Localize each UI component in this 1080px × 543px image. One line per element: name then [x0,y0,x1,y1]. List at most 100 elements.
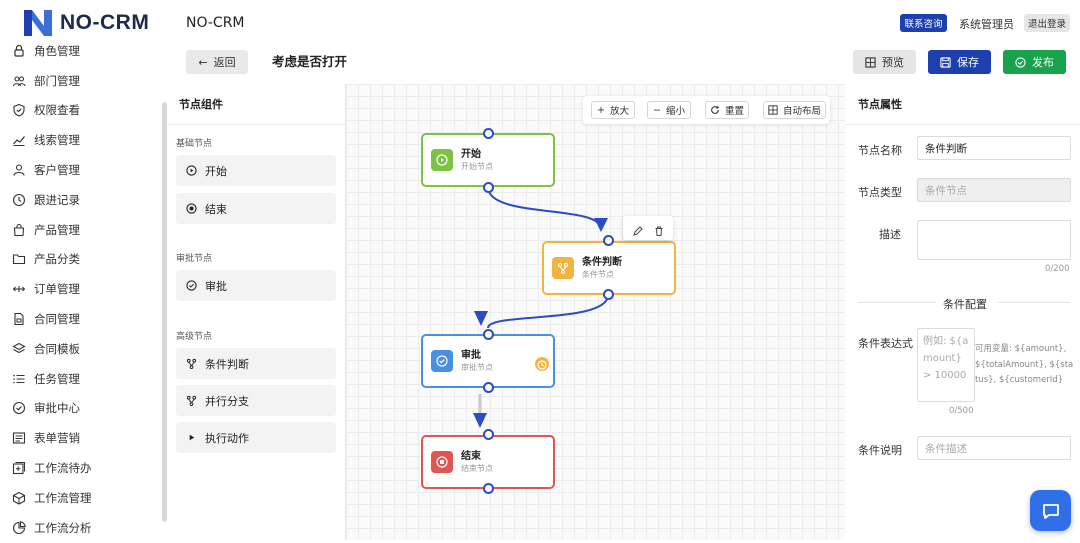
user-icon [13,164,25,176]
trash-icon[interactable] [653,222,665,236]
node-handle-bottom[interactable] [603,289,614,300]
pie-icon [12,520,26,534]
palette-item-parallel[interactable]: 并行分支 [176,385,336,416]
logo[interactable]: NO-CRM [22,8,149,38]
sidebar-item-label: 工作流分析 [34,520,92,535]
edge-condition-approval [487,294,609,329]
edit-icon[interactable] [632,222,644,236]
sidebar-item[interactable]: 角色管理 [12,36,162,66]
check-circle-icon [431,350,453,372]
back-button[interactable]: ← 返回 [186,50,248,74]
sidebar-item[interactable]: 客户管理 [12,155,162,185]
sidebar-item-label: 任务管理 [34,371,80,386]
folder-icon [12,254,26,265]
sidebar-item[interactable]: 合同管理 [12,304,162,334]
palette-item-start[interactable]: 开始 [176,155,336,186]
sidebar-item[interactable]: 订单管理 [12,274,162,304]
node-subtitle: 条件节点 [582,270,614,279]
node-type-label: 节点类型 [858,186,902,199]
sidebar-item[interactable]: 产品分类 [12,245,162,275]
users-icon [12,76,26,86]
logout-button[interactable]: 退出登录 [1024,14,1070,32]
zoom-in-button[interactable]: +放大 [591,101,635,119]
header-title: NO-CRM [186,15,245,31]
sidebar-item[interactable]: 工作流分析 [12,513,162,543]
palette-divider [166,124,345,125]
node-condition[interactable]: 条件判断 条件节点 [542,241,676,295]
expression-label: 条件表达式 [858,337,913,350]
node-handle-bottom[interactable] [483,182,494,193]
palette-item-label: 开始 [205,164,227,178]
palette-item-approval[interactable]: 审批 [176,270,336,301]
node-handle-top[interactable] [603,235,614,246]
save-button[interactable]: 保存 [928,50,991,74]
save-icon [940,56,951,68]
chat-button[interactable] [1030,490,1071,531]
palette-item-label: 审批 [205,279,227,293]
reset-label: 重置 [724,106,744,117]
node-handle-bottom[interactable] [483,382,494,393]
expression-textarea[interactable]: 例如: ${amount} > 10000 [917,328,975,402]
grid-icon [865,56,876,68]
sidebar-scrollbar[interactable] [162,102,167,522]
sidebar-item[interactable]: 工作流待办 [12,453,162,483]
sidebar-item[interactable]: 工作流管理 [12,483,162,513]
palette-item-label: 条件判断 [205,357,249,371]
description-textarea[interactable] [917,220,1071,260]
sidebar-item[interactable]: 审批中心 [12,394,162,424]
node-start[interactable]: 开始 开始节点 [421,133,555,187]
stop-circle-icon [186,203,197,214]
sidebar-item-label: 产品分类 [34,252,80,267]
palette-item-end[interactable]: 结束 [176,193,336,224]
condition-note-placeholder: 条件描述 [925,442,967,455]
sidebar-item[interactable]: 线索管理 [12,125,162,155]
sidebar-item[interactable]: 部门管理 [12,66,162,96]
logo-icon [22,8,54,38]
node-handle-bottom[interactable] [483,483,494,494]
shield-icon [13,104,25,118]
play-icon [189,434,195,441]
zoom-in-label: 放大 [609,106,629,117]
clock-icon [12,193,26,206]
palette-title: 节点组件 [179,98,223,111]
palette-group-basic: 基础节点 [176,139,213,149]
auto-layout-button[interactable]: 自动布局 [763,101,826,119]
contact-button[interactable]: 联系咨询 [900,14,947,32]
node-approval[interactable]: 审批 审批节点 [421,334,555,388]
preview-button[interactable]: 预览 [853,50,916,74]
palette-item-action[interactable]: 执行动作 [176,422,336,453]
node-name-input[interactable]: 条件判断 [917,136,1071,160]
flow-canvas[interactable]: +放大 −缩小 重置 自动布局 开始 开始节点 条件判断 条件节点 [346,84,845,540]
sidebar-item[interactable]: 权限查看 [12,96,162,126]
sidebar-item-label: 工作流待办 [34,461,92,476]
node-end[interactable]: 结束 结束节点 [421,435,555,489]
sidebar-item[interactable]: 跟进记录 [12,185,162,215]
reset-button[interactable]: 重置 [705,101,749,119]
description-count: 0/200 [1045,264,1070,274]
sidebar-item-label: 产品管理 [34,222,80,237]
palette-item-condition[interactable]: 条件判断 [176,348,336,379]
sidebar-item-label: 合同管理 [34,312,80,327]
node-handle-top[interactable] [483,329,494,340]
publish-button[interactable]: 发布 [1003,50,1066,74]
node-toolbar [623,216,673,240]
user-name[interactable]: 系统管理员 [959,18,1014,31]
sidebar-item-label: 角色管理 [34,43,80,58]
condition-note-input[interactable]: 条件描述 [917,436,1071,460]
stop-circle-icon [431,451,453,473]
sidebar-item[interactable]: 表单营销 [12,423,162,453]
zoom-out-button[interactable]: −缩小 [647,101,691,119]
file-icon [14,313,24,326]
sidebar-item[interactable]: 合同模板 [12,334,162,364]
sidebar-item[interactable]: 产品管理 [12,215,162,245]
sidebar-item-label: 表单营销 [34,431,80,446]
expression-count: 0/500 [949,406,974,416]
node-subtitle: 结束节点 [461,464,493,473]
expression-hint: 可用变量: ${amount}, ${totalAmount}, ${statu… [975,344,1074,385]
sidebar-item[interactable]: 任务管理 [12,364,162,394]
sidebar-item-label: 线索管理 [34,133,80,148]
node-handle-top[interactable] [483,429,494,440]
grid-icon [768,105,778,115]
description-label: 描述 [879,228,901,241]
node-handle-top[interactable] [483,128,494,139]
